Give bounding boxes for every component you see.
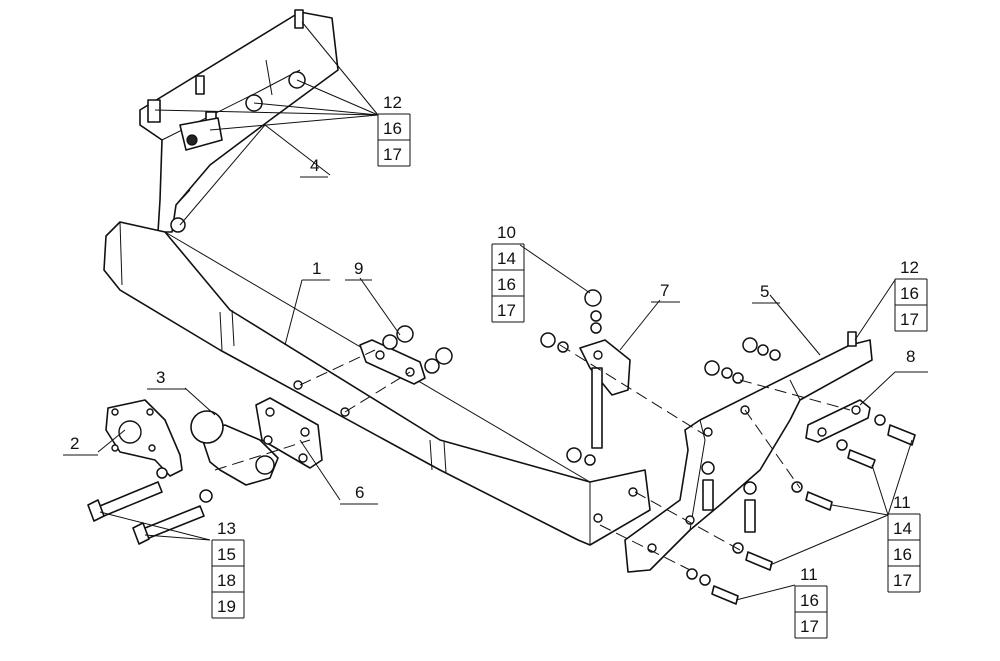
label-part-9: 9 <box>354 259 363 278</box>
label-group-item: 16 <box>497 275 516 294</box>
label-group-item: 18 <box>217 571 236 590</box>
fastener-groups: 1216171014161712161711141617111617131518… <box>211 93 928 639</box>
right-plate <box>805 399 871 443</box>
label-group-mid-center: 10 14 16 17 <box>491 223 525 323</box>
right-mounting-bracket <box>624 331 873 573</box>
label-group-item: 17 <box>893 571 912 590</box>
label-part-1: 1 <box>312 259 321 278</box>
label-group-item: 17 <box>800 617 819 636</box>
leader-lines <box>97 21 913 601</box>
left-mounting-bracket <box>139 9 339 233</box>
label-group-item: 14 <box>497 249 516 268</box>
label-group-right-bolts: 11 14 16 17 <box>887 493 921 593</box>
part-labels: 1 9 4 3 2 6 7 5 8 <box>63 156 928 505</box>
label-part-5: 5 <box>760 282 769 301</box>
long-bolts <box>87 467 213 545</box>
label-group-item: 16 <box>383 119 402 138</box>
label-group-bottom-left: 13 15 18 19 <box>211 519 245 619</box>
label-group-item: 11 <box>893 493 911 512</box>
socket-plate <box>105 399 183 477</box>
main-cross-beam <box>103 221 651 546</box>
label-part-3: 3 <box>156 368 165 387</box>
label-group-item: 12 <box>900 258 919 277</box>
label-group-item: 11 <box>800 565 818 584</box>
label-group-item: 12 <box>383 93 402 112</box>
label-group-item: 16 <box>893 545 912 564</box>
label-group-item: 17 <box>497 301 516 320</box>
center-bracket <box>540 289 631 466</box>
label-part-4: 4 <box>310 156 319 175</box>
right-fasteners <box>686 337 916 605</box>
tow-ball <box>190 410 279 486</box>
label-group-item: 14 <box>893 519 912 538</box>
label-group-top-left: 12 16 17 <box>377 93 411 167</box>
label-group-item: 16 <box>800 591 819 610</box>
small-plate <box>359 325 453 385</box>
label-group-item: 19 <box>217 597 236 616</box>
label-group-item: 17 <box>900 310 919 329</box>
label-group-item: 13 <box>217 519 236 538</box>
assembly-lines <box>214 344 851 571</box>
label-group-item: 10 <box>497 223 516 242</box>
label-group-top-right: 12 16 17 <box>894 258 928 332</box>
label-part-2: 2 <box>70 434 79 453</box>
label-group-item: 17 <box>383 145 402 164</box>
label-part-7: 7 <box>660 281 669 300</box>
label-group-item: 16 <box>900 284 919 303</box>
label-group-bottom-center: 11 16 17 <box>794 565 828 639</box>
ball-mount-plate <box>255 397 323 469</box>
label-part-6: 6 <box>355 483 364 502</box>
label-part-8: 8 <box>906 347 915 366</box>
label-group-item: 15 <box>217 545 236 564</box>
